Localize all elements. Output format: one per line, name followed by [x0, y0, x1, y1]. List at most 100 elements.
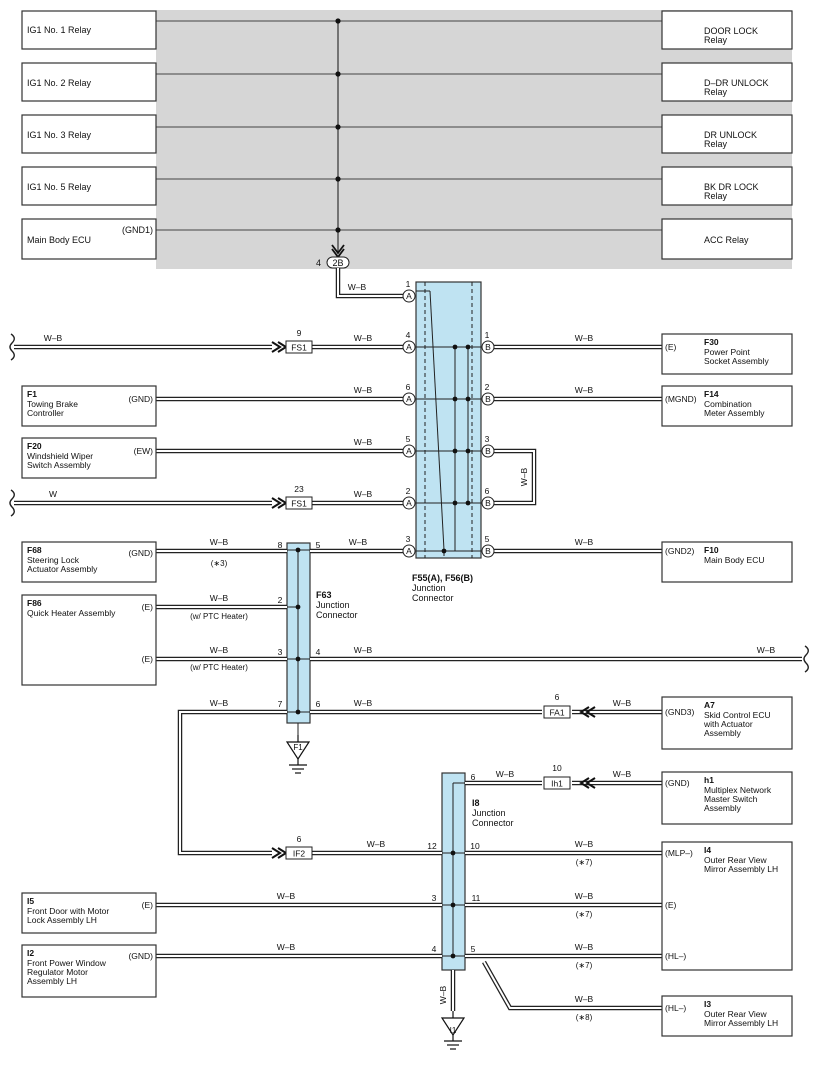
inline-connector-fs1	[285, 496, 313, 510]
pin-number: 2	[406, 486, 411, 496]
wire-color-label: W–B	[438, 985, 448, 1004]
component-a7-box	[661, 696, 793, 750]
pin-number: 4	[406, 330, 411, 340]
component-i4-box	[661, 841, 793, 971]
component-name: Mirror Assembly LH	[704, 864, 778, 874]
relay-box-ig1-no5	[21, 166, 157, 206]
wire-color-label: W–B	[613, 769, 632, 779]
wire-color-label: W–B	[519, 467, 529, 486]
relay-box-ig1-no1	[21, 10, 157, 50]
relay-box-ig1-no3	[21, 114, 157, 154]
component-name: Lock Assembly LH	[27, 915, 97, 925]
component-pin: (HL–)	[665, 951, 686, 961]
pin-side-label: A	[406, 546, 412, 556]
component-id: F10	[704, 545, 719, 555]
component-name: Outer Rear View	[704, 855, 768, 865]
component-id: F1	[27, 389, 37, 399]
pin-number: 4	[316, 647, 321, 657]
junction-connector-name: Connector	[316, 610, 358, 620]
wire-color-label: W–B	[354, 385, 373, 395]
relay-right-label: Relay	[704, 191, 728, 201]
pin-side-label: A	[406, 342, 412, 352]
component-pin: (E)	[665, 342, 677, 352]
component-name: Controller	[27, 408, 64, 418]
inline-connector-label: FA1	[549, 708, 564, 718]
note-label: (w/ PTC Heater)	[190, 612, 248, 621]
wire-color-label: W–B	[575, 942, 594, 952]
component-name: Combination	[704, 399, 752, 409]
wire-color-label: W–B	[349, 537, 368, 547]
component-pin: (GND)	[128, 394, 153, 404]
relay-right-label: Relay	[704, 139, 728, 149]
relay-box-door-lock	[661, 10, 793, 50]
component-id: F20	[27, 441, 42, 451]
inline-connector-label: FS1	[291, 343, 307, 353]
pin-number: 4	[432, 944, 437, 954]
component-pin: (GND)	[665, 778, 690, 788]
wire-color-label: W–B	[210, 698, 229, 708]
pin-circle-a	[402, 496, 416, 510]
component-name: Assembly	[704, 803, 742, 813]
component-name: Front Door with Motor	[27, 906, 109, 916]
wire-color-label: W–B	[277, 942, 296, 952]
pin-side-label: B	[485, 394, 491, 404]
wire-color-label: W–B	[575, 385, 594, 395]
wire-color-label: W–B	[210, 537, 229, 547]
note-label: (∗7)	[576, 910, 593, 919]
pin-number: 6	[485, 486, 490, 496]
pin-number: 3	[485, 434, 490, 444]
relay-right-label: BK DR LOCK	[704, 182, 759, 192]
component-pin: (EW)	[134, 446, 154, 456]
pin-circle-a	[402, 544, 416, 558]
pin-number: 1	[485, 330, 490, 340]
component-id: F68	[27, 545, 42, 555]
component-pin: (E)	[142, 900, 154, 910]
inline-connector-fs1	[285, 340, 313, 354]
inline-connector-label: Ih1	[551, 779, 563, 789]
note-label: (∗7)	[576, 858, 593, 867]
component-name: Front Power Window	[27, 958, 107, 968]
wire-color-label: W–B	[575, 994, 594, 1004]
component-pin: (E)	[665, 900, 677, 910]
pin-circle-a	[402, 392, 416, 406]
component-name: with Actuator	[703, 719, 753, 729]
component-id: I3	[704, 999, 711, 1009]
pin-side-label: A	[406, 446, 412, 456]
pin-side-label: A	[406, 394, 412, 404]
component-name: Steering Lock	[27, 555, 80, 565]
wire-color-label: W–B	[354, 489, 373, 499]
relay-right-label: DR UNLOCK	[704, 130, 757, 140]
pin-circle-b	[481, 444, 495, 458]
component-name: Mirror Assembly LH	[704, 1018, 778, 1028]
pin-circle-a	[402, 444, 416, 458]
pin-circle-a	[402, 340, 416, 354]
component-name: Outer Rear View	[704, 1009, 768, 1019]
pin-number: 2	[278, 595, 283, 605]
relay-left-label: IG1 No. 3 Relay	[27, 130, 92, 140]
joint-connector-code: 2B	[332, 258, 343, 268]
component-name: Master Switch	[704, 794, 758, 804]
pin-number: 23	[294, 484, 304, 494]
component-pin: (MLP–)	[665, 848, 693, 858]
component-name: Quick Heater Assembly	[27, 608, 116, 618]
component-pin: (GND)	[128, 951, 153, 961]
component-id: F86	[27, 598, 42, 608]
junction-connector-id: F55(A), F56(B)	[412, 573, 473, 583]
junction-connector-name: Junction	[316, 600, 350, 610]
pin-side-label: B	[485, 342, 491, 352]
pin-circle-b	[481, 496, 495, 510]
component-name: Assembly	[704, 728, 742, 738]
note-label: (∗7)	[576, 961, 593, 970]
component-pin: (GND)	[128, 548, 153, 558]
relay-left-label: IG1 No. 5 Relay	[27, 182, 92, 192]
wire-color-label: W–B	[613, 698, 632, 708]
pin-number: 7	[278, 699, 283, 709]
component-name: Meter Assembly	[704, 408, 765, 418]
component-id: A7	[704, 700, 715, 710]
pin-number: 5	[485, 534, 490, 544]
joint-connector-num: 4	[316, 258, 321, 268]
wire-color-label: W–B	[757, 645, 776, 655]
inline-connector-fa1	[543, 705, 571, 719]
component-f14-box	[661, 385, 793, 427]
component-name: Switch Assembly	[27, 460, 92, 470]
